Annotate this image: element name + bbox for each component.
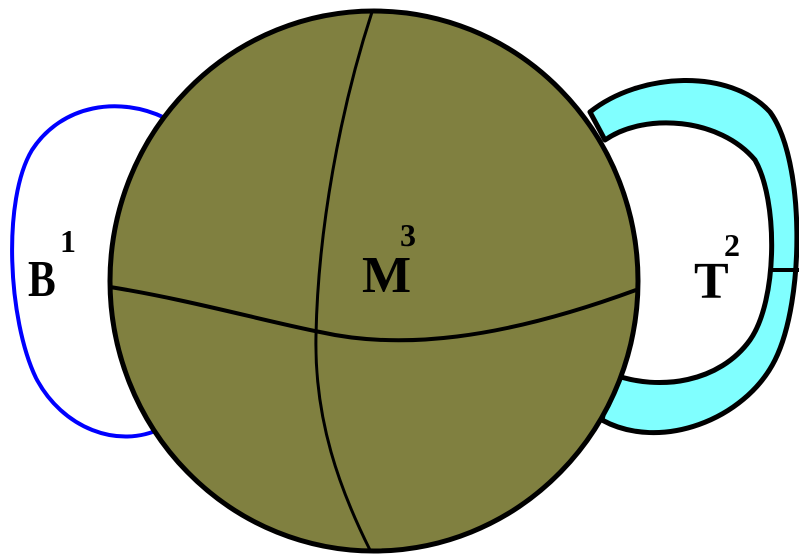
torus-label-superscript: 2 bbox=[724, 227, 740, 263]
manifold-label-superscript: 3 bbox=[400, 217, 416, 253]
ball-label-superscript: 1 bbox=[60, 223, 76, 259]
manifold-label: M bbox=[362, 247, 411, 304]
ball-label: B bbox=[28, 251, 56, 308]
